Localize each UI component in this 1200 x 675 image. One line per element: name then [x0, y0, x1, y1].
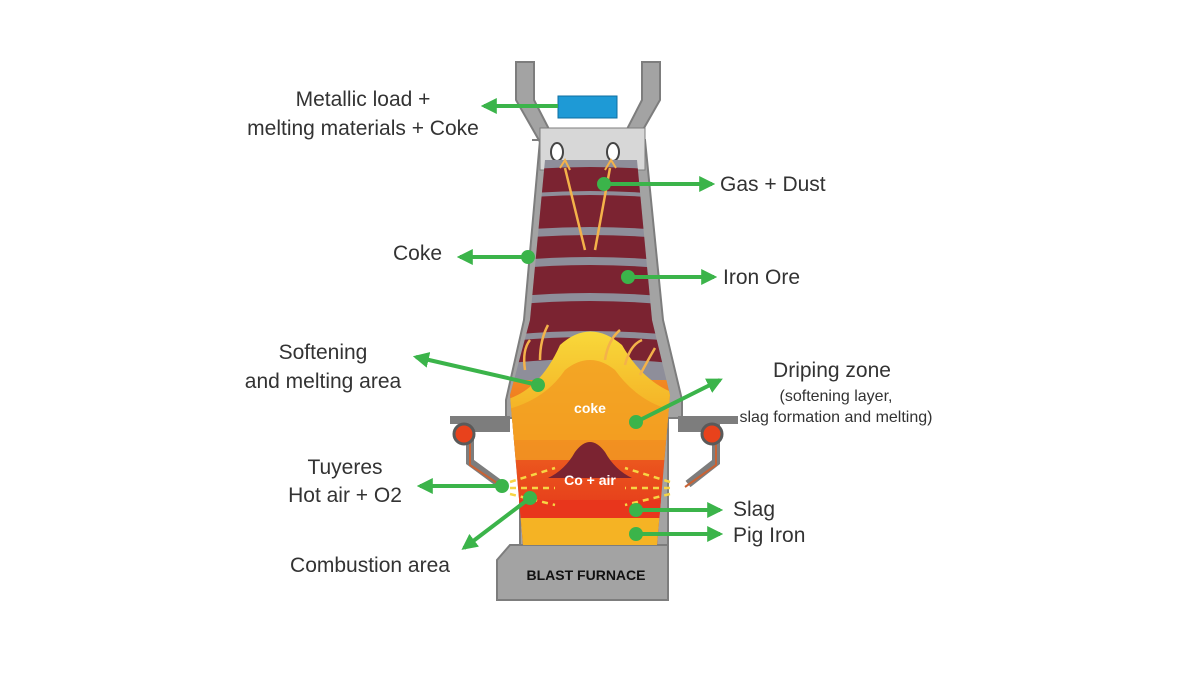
label-slag: Slag	[733, 498, 775, 521]
right-tuyere-ring-icon	[700, 422, 724, 446]
label-softening-line2: and melting area	[245, 370, 402, 393]
label-metallic-load-line1: Metallic load +	[296, 88, 431, 111]
label-driping-zone: Driping zone	[773, 359, 891, 382]
label-tuyeres: Tuyeres	[307, 456, 382, 479]
label-softening-line1: Softening	[279, 341, 368, 364]
label-driping-detail2: slag formation and melting)	[740, 409, 933, 426]
label-coke: Coke	[393, 242, 442, 265]
furnace-interior	[510, 160, 670, 545]
base-label-blast-furnace: BLAST FURNACE	[527, 567, 646, 583]
left-tuyere-ring-icon	[452, 422, 476, 446]
inner-label-co-air: Co + air	[564, 472, 616, 488]
label-combustion-area: Combustion area	[290, 554, 450, 577]
label-gas-dust: Gas + Dust	[720, 173, 826, 196]
label-driping-detail1: (softening layer,	[780, 388, 893, 405]
gas-flow-arrows	[522, 157, 657, 376]
charging-hopper	[557, 95, 618, 119]
inner-label-coke: coke	[574, 400, 606, 416]
label-pig-iron: Pig Iron	[733, 524, 805, 547]
label-iron-ore: Iron Ore	[723, 266, 800, 289]
callout-arrows	[412, 98, 724, 550]
label-metallic-load-line2: melting materials + Coke	[247, 117, 479, 140]
label-hot-air: Hot air + O2	[288, 484, 402, 507]
